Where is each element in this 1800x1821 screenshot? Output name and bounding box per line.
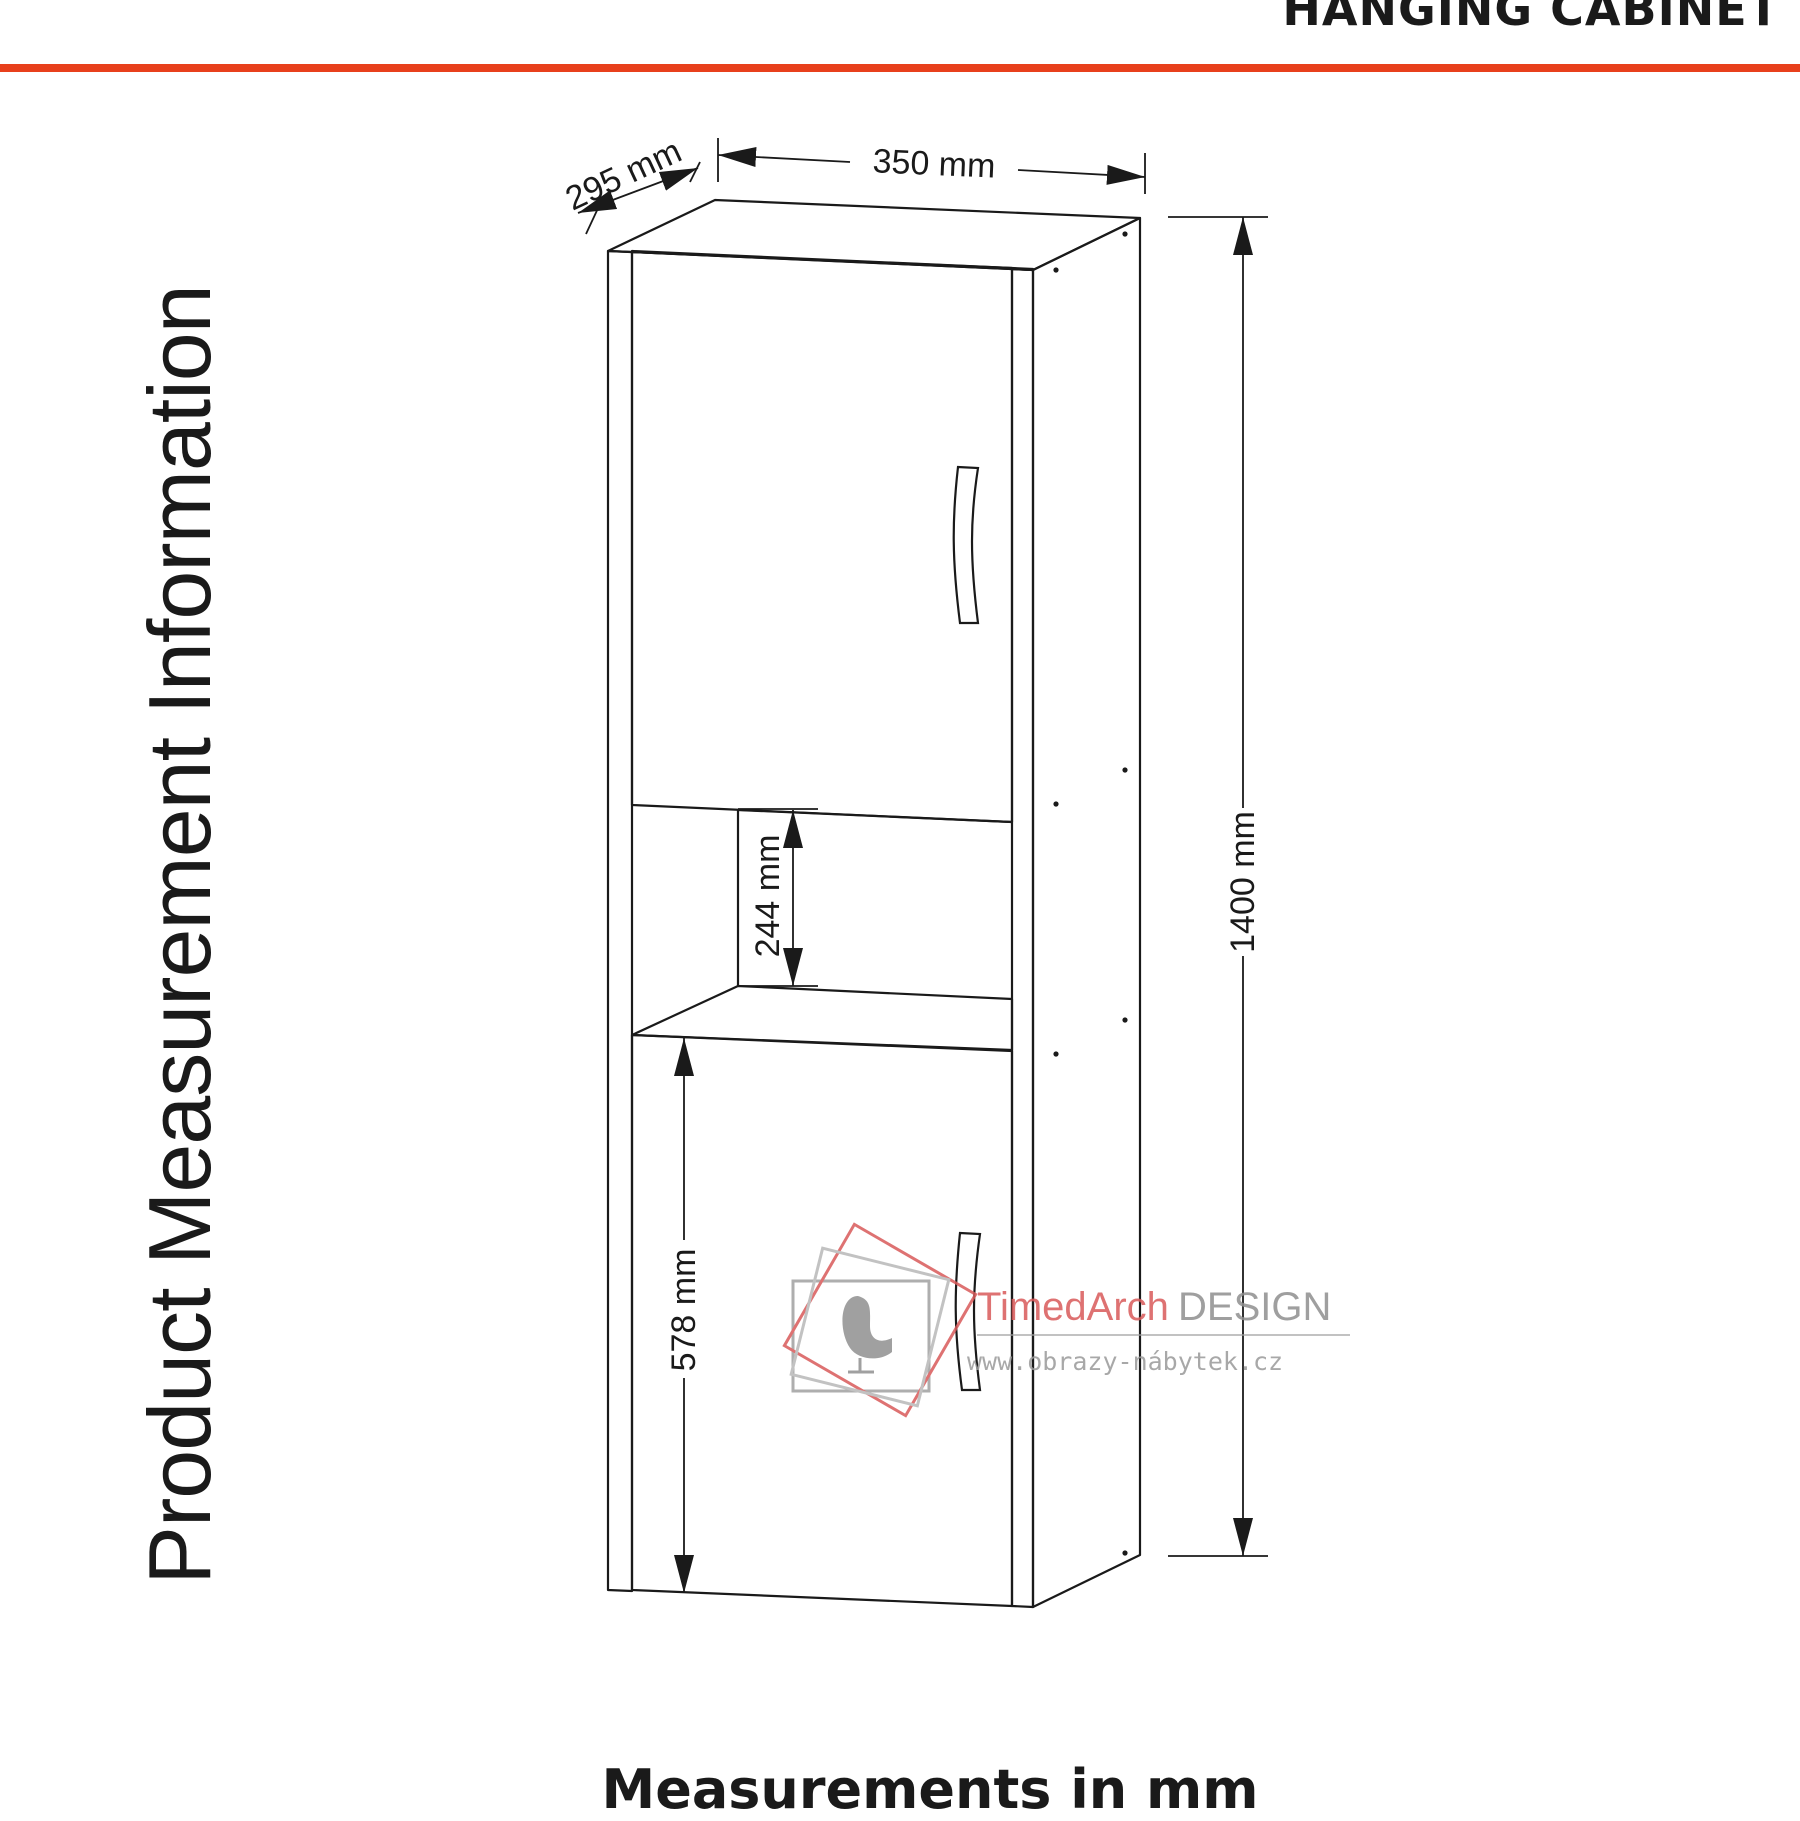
width-dimension-line-left [717,147,851,167]
width-dimension-line-right [1017,164,1146,185]
cabinet-left-panel [606,249,634,1593]
cabinet-side-panel [1031,216,1142,1609]
upper-door-handle [952,465,980,625]
depth-extension-right [689,161,701,183]
mount-hole [1053,267,1059,273]
footer-note: Measurements in mm [601,1758,1259,1821]
watermark-brand-part2: DESIGN [1178,1285,1331,1329]
watermark-logo [782,1222,978,1418]
depth-dimension-line [577,167,699,214]
diagram-title: HANGING CABINET [1282,0,1780,36]
lower-door [630,1033,1014,1608]
mount-hole [1122,1017,1128,1023]
height-label: 1400 mm [1224,811,1262,953]
header-rule [0,64,1800,72]
mount-hole [1053,801,1059,807]
shelf-gap-label: 244 mm [749,835,787,958]
cabinet-top-face [606,198,1142,272]
watermark-brand-part1: TimedArch [977,1285,1169,1329]
mount-hole [1122,767,1128,773]
open-shelf [630,984,1014,1052]
mount-hole [1122,231,1128,237]
mount-hole [1122,1550,1128,1556]
depth-label: 295 mm [560,132,687,218]
lower-door-handle [954,1231,982,1392]
niche-top-edge [737,808,1013,824]
mount-hole [1053,1051,1059,1057]
cabinet-right-stile [1010,267,1035,1609]
watermark-url: www.obrazy-nábytek.cz [967,1347,1283,1376]
width-label: 350 mm [872,142,996,185]
lower-compartment-label: 578 mm [665,1249,703,1372]
watermark: TimedArch DESIGN www.obrazy-nábytek.cz [782,1222,1350,1418]
